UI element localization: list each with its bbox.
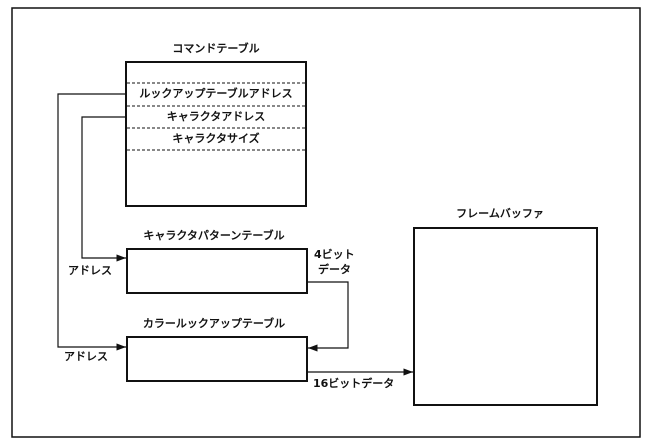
color-address-label: アドレス [64,350,108,363]
field-character-address: キャラクタアドレス [166,110,266,123]
pattern-address-label: アドレス [68,264,112,277]
command-table-title: コマンドテーブル [172,42,260,55]
frame-buffer-title: フレームバッファ [456,207,544,220]
field-character-size: キャラクタサイズ [172,132,260,145]
four-bit-data-arrow [307,281,349,352]
character-address-arrow [81,116,126,262]
frame-buffer-box [413,227,598,406]
lookup-address-arrow [57,93,126,351]
character-pattern-table-box [126,248,308,294]
character-pattern-table-title: キャラクタパターンテーブル [143,229,285,242]
sixteen-bit-label: 16ビットデータ [313,377,395,390]
outer-border [11,7,641,438]
four-bit-label-2: データ [318,263,351,276]
field-lookup-table-address: ルックアップテーブルアドレス [139,87,293,100]
color-lookup-table-box [126,336,308,382]
color-lookup-table-title: カラールックアップテーブル [142,317,286,330]
command-table-box [125,61,307,207]
four-bit-label-1: 4ビット [314,248,355,261]
